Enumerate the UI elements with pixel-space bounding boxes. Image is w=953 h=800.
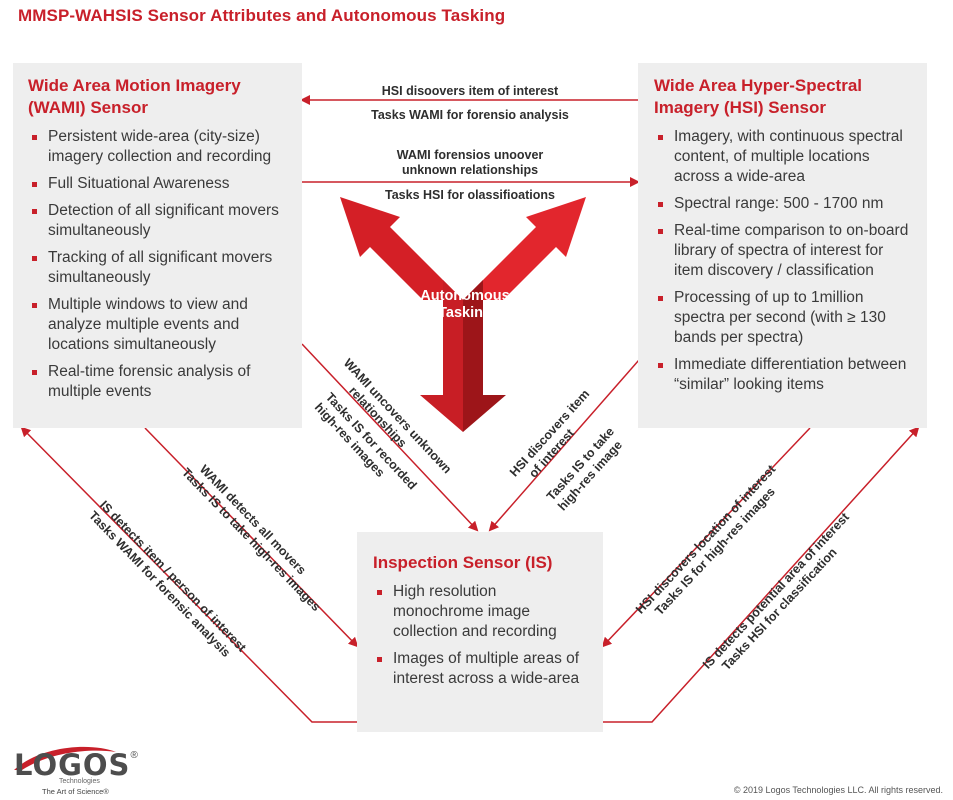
wami-heading-line2: (WAMI) Sensor — [28, 98, 148, 117]
hsi-heading: Wide Area Hyper-Spectral Imagery (HSI) S… — [654, 75, 913, 119]
list-item: Processing of up to 1million spectra per… — [654, 288, 913, 348]
label-line: Tasks WAMI for forensio analysis — [371, 108, 569, 122]
arrow-hsi-mid-to-is — [601, 427, 811, 648]
list-item: Spectral range: 500 - 1700 nm — [654, 194, 913, 214]
hsi-heading-line1: Wide Area Hyper-Spectral — [654, 76, 863, 95]
logo-registered-mark: ® — [130, 750, 138, 761]
hsi-attribute-list: Imagery, with continuous spectral conten… — [654, 127, 913, 395]
label-hsi-to-wami-task: Tasks WAMI for forensio analysis — [330, 108, 610, 123]
inspection-sensor-box: Inspection Sensor (IS) High resolution m… — [357, 532, 603, 732]
label-line: HSI disoovers item of interest — [381, 84, 559, 98]
label-line: unknown relationships — [401, 163, 539, 177]
label-line: Tasks HSI for olassifioations — [385, 188, 555, 202]
list-item: Real-time comparison to on-board library… — [654, 221, 913, 281]
is-heading: Inspection Sensor (IS) — [373, 553, 553, 572]
wami-heading-line1: Wide Area Motion Imagery — [28, 76, 241, 95]
tri-arrow-down-left — [420, 280, 463, 432]
hsi-heading-line2: Imagery (HSI) Sensor — [654, 98, 826, 117]
wami-sensor-box: Wide Area Motion Imagery (WAMI) Sensor P… — [13, 63, 302, 428]
list-item: Persistent wide-area (city-size) imagery… — [28, 127, 288, 167]
label-wami-to-hsi-task: Tasks HSI for olassifioations — [330, 188, 610, 203]
label-line: WAMI forensios unoover — [396, 148, 544, 162]
list-item: High resolution monochrome image collect… — [373, 582, 591, 642]
list-item: Immediate differentiation between “simil… — [654, 355, 913, 395]
page-title: MMSP-WAHSIS Sensor Attributes and Autono… — [18, 6, 506, 25]
hsi-sensor-box: Wide Area Hyper-Spectral Imagery (HSI) S… — [638, 63, 927, 428]
tri-arrow-right-arm — [463, 197, 586, 300]
label-wami-to-hsi: WAMI forensios unoover unknown relations… — [330, 148, 610, 178]
copyright-notice: © 2019 Logos Technologies LLC. All right… — [733, 785, 943, 795]
logo-tagline: The Art of Science® — [42, 787, 109, 796]
label-hsi-to-wami: HSI disoovers item of interest — [330, 84, 610, 99]
autonomous-tasking-line2: Tasking — [438, 305, 492, 321]
wami-heading: Wide Area Motion Imagery (WAMI) Sensor — [28, 75, 288, 119]
list-item: Images of multiple areas of interest acr… — [373, 649, 591, 689]
list-item: Detection of all significant movers simu… — [28, 201, 288, 241]
tri-arrow-left-arm — [340, 197, 463, 300]
arrow-is-to-hsi — [603, 426, 920, 723]
arrow-is-to-wami — [20, 426, 357, 723]
list-item: Tracking of all significant movers simul… — [28, 248, 288, 288]
logo-subtitle: Technologies — [59, 778, 100, 785]
list-item: Imagery, with continuous spectral conten… — [654, 127, 913, 187]
logo-wordmark: LOGOS — [14, 748, 131, 782]
arrow-wami-mid-to-is — [144, 427, 359, 648]
wami-attribute-list: Persistent wide-area (city-size) imagery… — [28, 127, 288, 402]
list-item: Multiple windows to view and analyze mul… — [28, 295, 288, 355]
autonomous-tasking-line1: Autonomous — [420, 288, 510, 304]
arrow-wami-inner-to-is — [301, 343, 479, 532]
is-attribute-list: High resolution monochrome image collect… — [373, 582, 591, 689]
logos-technologies-logo: LOGOS® Technologies The Art of Science® — [14, 746, 138, 796]
tri-arrow-down-right — [463, 280, 506, 432]
list-item: Full Situational Awareness — [28, 174, 288, 194]
arrow-hsi-inner-to-is — [488, 343, 654, 532]
logo-swoosh-icon — [14, 746, 116, 770]
list-item: Real-time forensic analysis of multiple … — [28, 362, 288, 402]
autonomous-tasking-label: Autonomous Tasking — [405, 288, 525, 322]
